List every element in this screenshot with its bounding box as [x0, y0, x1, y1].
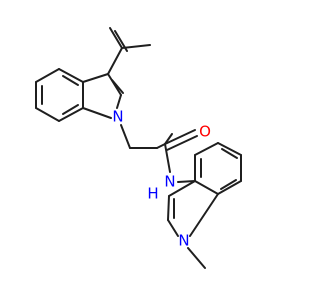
- double-bond-inner: [166, 135, 198, 151]
- bond: [109, 27, 123, 49]
- bond: [116, 94, 122, 109]
- double-bond-inner: [221, 148, 238, 159]
- molecule-structure-diagram: O N N H N: [35, 27, 242, 269]
- atom-label-carbonyl-oxygen: O: [199, 123, 211, 141]
- bond-layer: [35, 27, 242, 269]
- bond: [164, 129, 196, 145]
- bond: [167, 219, 179, 237]
- bond: [121, 44, 151, 49]
- bond: [168, 180, 196, 197]
- atom-label-amide-hydrogen: H: [147, 185, 158, 203]
- bond: [217, 180, 242, 195]
- double-bond-inner: [220, 179, 237, 190]
- bond: [82, 73, 109, 83]
- bond: [189, 193, 219, 237]
- bond: [58, 68, 84, 83]
- bond: [187, 247, 206, 269]
- bond: [107, 47, 123, 75]
- atom-label-amide-nitrogen: N: [164, 173, 175, 191]
- atom-label-layer: O N N H N: [112, 108, 211, 250]
- bond: [217, 142, 242, 156]
- atom-label-indole-nitrogen-lower: N: [178, 232, 189, 250]
- bond: [120, 124, 131, 149]
- bond: [194, 142, 219, 156]
- double-bond-inner: [62, 104, 79, 115]
- bond: [194, 180, 219, 195]
- bond: [35, 107, 60, 122]
- double-bond-inner: [62, 75, 79, 86]
- bond: [177, 180, 196, 183]
- structure-canvas: O N N H N: [35, 27, 242, 269]
- bond: [167, 195, 170, 221]
- bond: [164, 143, 171, 173]
- bond: [82, 107, 112, 119]
- bond: [35, 68, 60, 83]
- bond: [164, 133, 173, 145]
- atom-label-indole-nitrogen-upper: N: [112, 108, 123, 126]
- double-bond-inner: [111, 79, 124, 94]
- bond: [156, 143, 166, 149]
- bond: [58, 107, 84, 122]
